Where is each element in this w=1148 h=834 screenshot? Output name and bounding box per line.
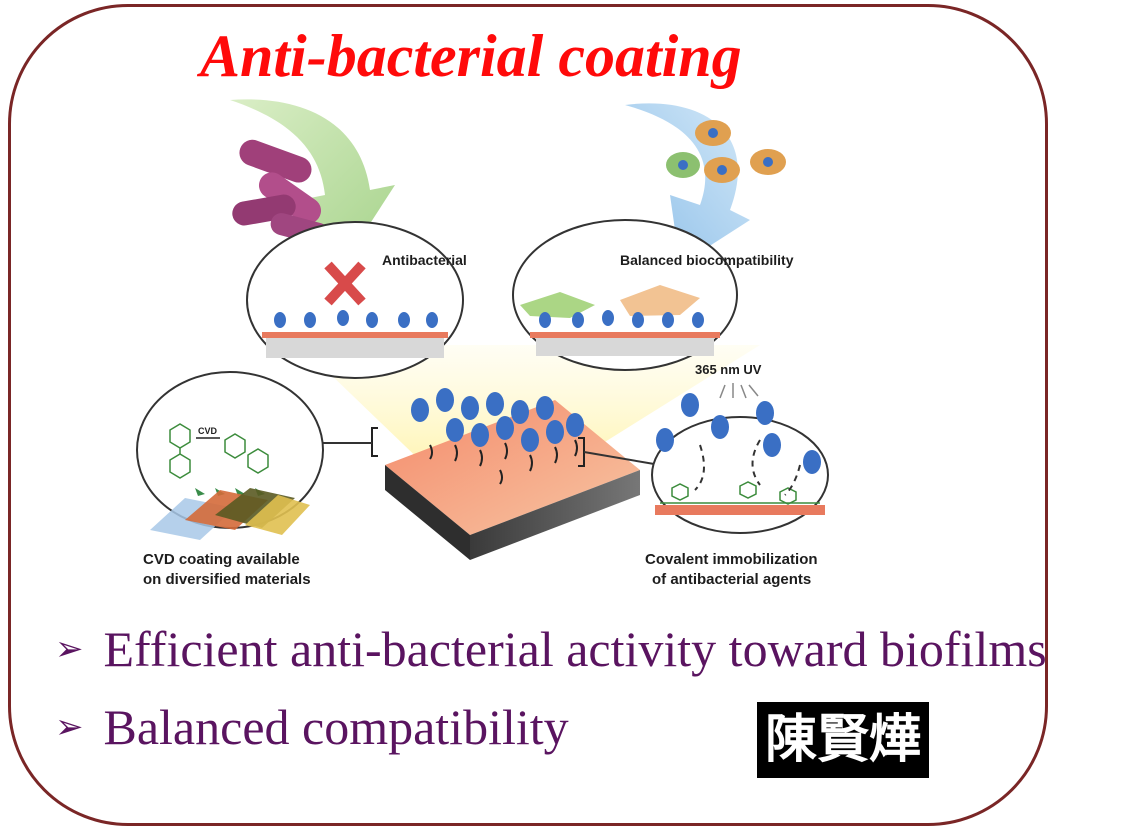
connector-right [583,451,661,466]
covalent-label-line1: Covalent immobilization [645,551,818,568]
antibacterial-label: Antibacterial [382,252,467,268]
light-beam [300,345,760,470]
uv-label: 365 nm UV [695,362,762,377]
uv-rays-icon [719,383,759,399]
author-name-stamp: 陳賢燁 [757,702,929,778]
rounded-frame [8,4,1048,826]
bullet-text: Efficient anti-bacterial activity toward… [103,621,1047,677]
material-sheets [150,488,310,540]
coated-substrate [371,388,640,560]
bullet-arrow-icon: ➢ [55,707,84,747]
biocompatibility-label: Balanced biocompatibility [620,252,794,268]
bullet-item: ➢ Balanced compatibility [55,698,569,756]
bullet-item: ➢ Efficient anti-bacterial activity towar… [55,620,1047,678]
cvd-panel: CVD CVD coating available on diversified… [136,371,324,588]
cells-icon [666,120,786,183]
bullet-text: Balanced compatibility [103,699,569,755]
antibacterial-panel: Antibacterial [246,221,467,379]
bacteria-icon [232,139,330,245]
bullet-arrow-icon: ➢ [55,629,84,669]
covalent-panel: 365 nm UV Covalent immobilization of ant… [645,362,829,588]
slide-title: Anti-bacterial coating [200,23,742,89]
cvd-label-line1: CVD coating available [143,551,300,568]
cvd-label-line2: on diversified materials [143,571,311,588]
covalent-label-line2: of antibacterial agents [652,571,811,588]
cross-icon [324,261,366,306]
cvd-arrow-label: CVD [198,426,218,436]
biocompatibility-panel: Balanced biocompatibility [512,219,794,371]
